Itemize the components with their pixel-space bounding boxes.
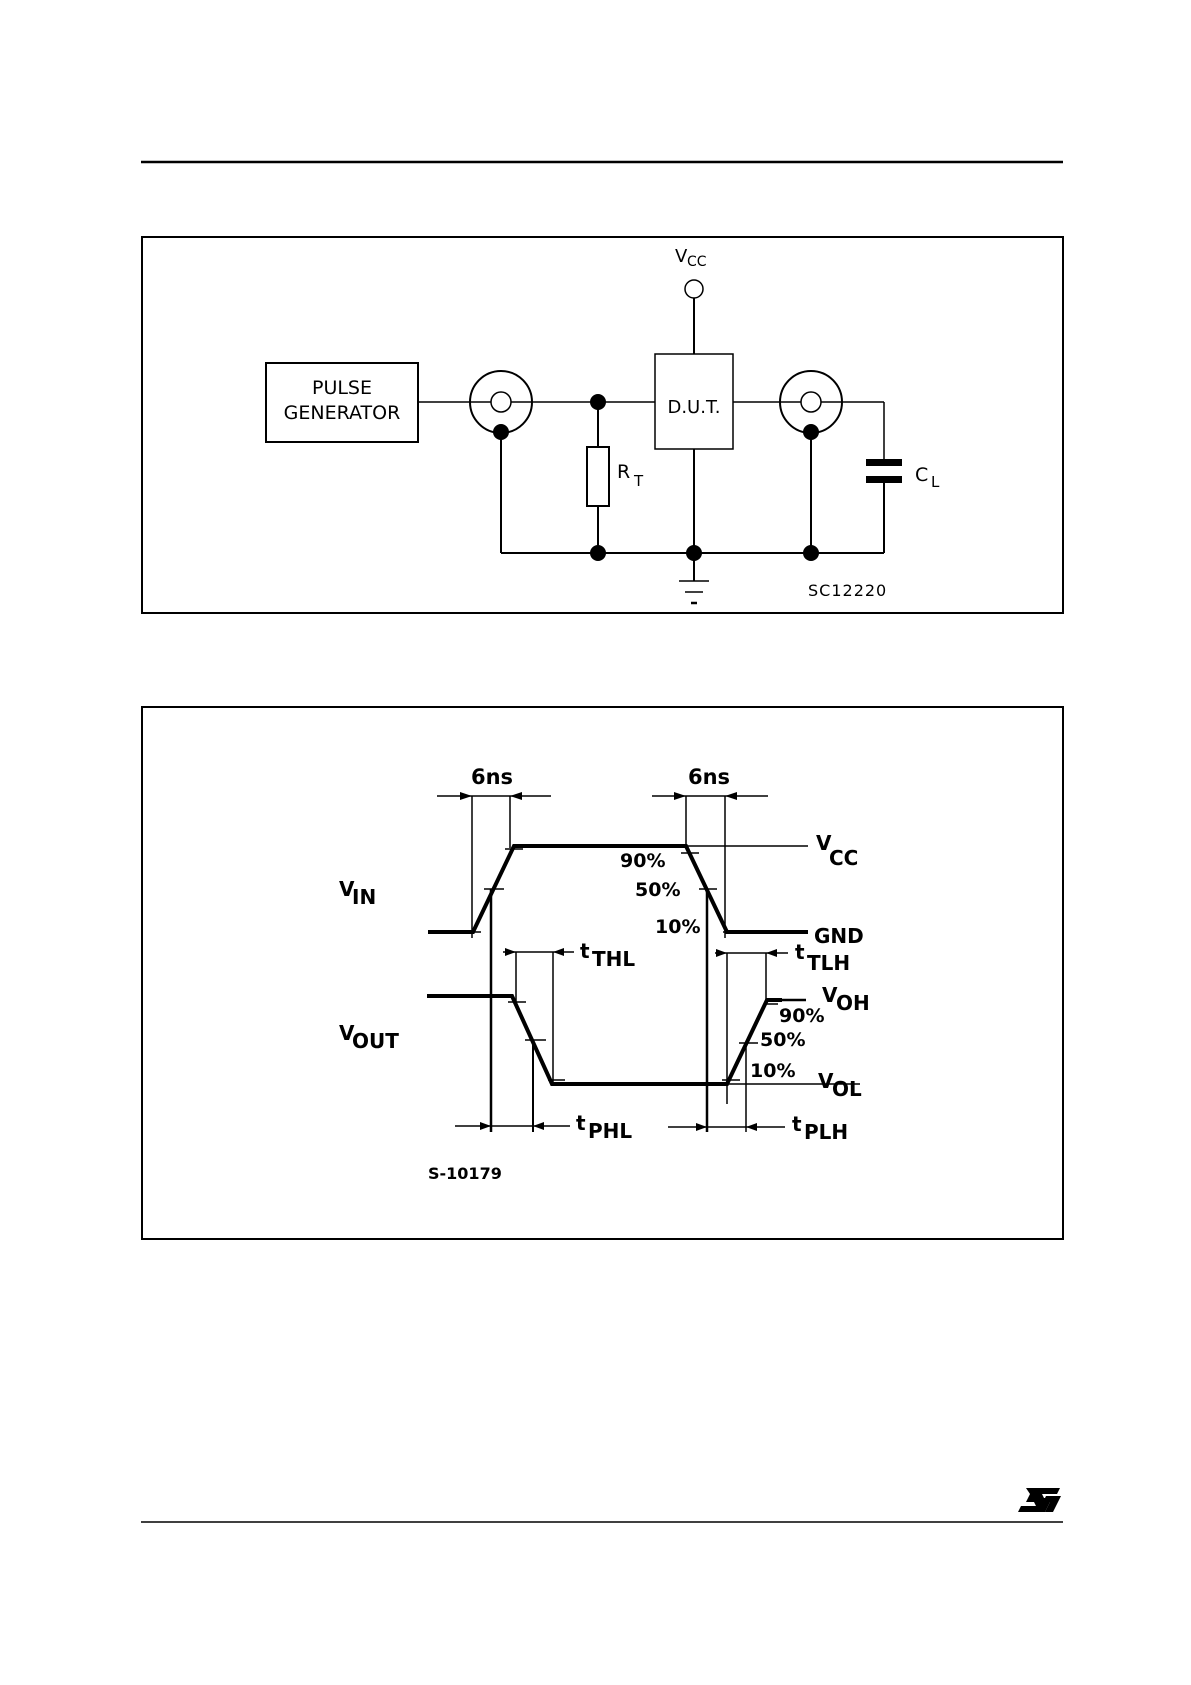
tphl-label: t: [576, 1111, 586, 1135]
vout-10pct-label: 10%: [750, 1060, 795, 1082]
vin-subscript: IN: [352, 885, 376, 909]
dut-label: D.U.T.: [667, 397, 720, 418]
tplh-subscript: PLH: [804, 1120, 848, 1144]
vcc-subscript: CC: [687, 254, 707, 270]
voh-subscript: OH: [836, 991, 870, 1015]
rt-subscript: T: [633, 472, 644, 490]
coax-connector-icon: [780, 371, 842, 440]
cl-subscript: L: [931, 473, 940, 491]
vol-subscript: OL: [832, 1077, 862, 1101]
tplh-label: t: [792, 1112, 802, 1136]
fall-time-label: 6ns: [688, 765, 730, 789]
vout-50pct-label: 50%: [760, 1029, 805, 1051]
cl-label: C: [915, 464, 928, 486]
rt-label: R: [617, 461, 630, 483]
vin-10pct-label: 10%: [655, 916, 700, 938]
junction-node: [803, 545, 819, 561]
vout-90pct-label: 90%: [779, 1005, 824, 1027]
waveform-drawing-code: S-10179: [428, 1164, 502, 1183]
tthl-label: t: [580, 939, 590, 963]
tthl-subscript: THL: [592, 947, 635, 971]
waveform-figure: 6ns 6ns V IN V CC GND 90% 50% 10%: [142, 707, 1063, 1239]
ground-icon: [679, 553, 709, 603]
junction-node: [590, 545, 606, 561]
circuit-drawing-code: SC12220: [808, 581, 887, 600]
pulse-generator-label-1: PULSE: [312, 377, 372, 399]
vcc-level-subscript: CC: [829, 846, 858, 870]
resistor-icon: [587, 447, 609, 506]
tphl-subscript: PHL: [588, 1119, 632, 1143]
st-logo-icon: [1018, 1488, 1061, 1512]
coax-connector-icon: [470, 371, 532, 440]
gnd-level-label: GND: [814, 924, 864, 948]
vin-50pct-label: 50%: [635, 879, 680, 901]
pulse-generator-label-2: GENERATOR: [284, 402, 401, 424]
test-circuit-figure: PULSE GENERATOR R T D.U.T. V CC: [142, 237, 1063, 613]
capacitor-icon: [866, 459, 902, 483]
vout-subscript: OUT: [352, 1029, 399, 1053]
ttlh-label: t: [795, 940, 805, 964]
waveform-frame: [142, 707, 1063, 1239]
vout-waveform: [427, 996, 782, 1084]
ttlh-subscript: TLH: [807, 951, 850, 975]
vin-90pct-label: 90%: [620, 850, 665, 872]
rise-time-label: 6ns: [471, 765, 513, 789]
supply-terminal-icon: [685, 280, 703, 298]
